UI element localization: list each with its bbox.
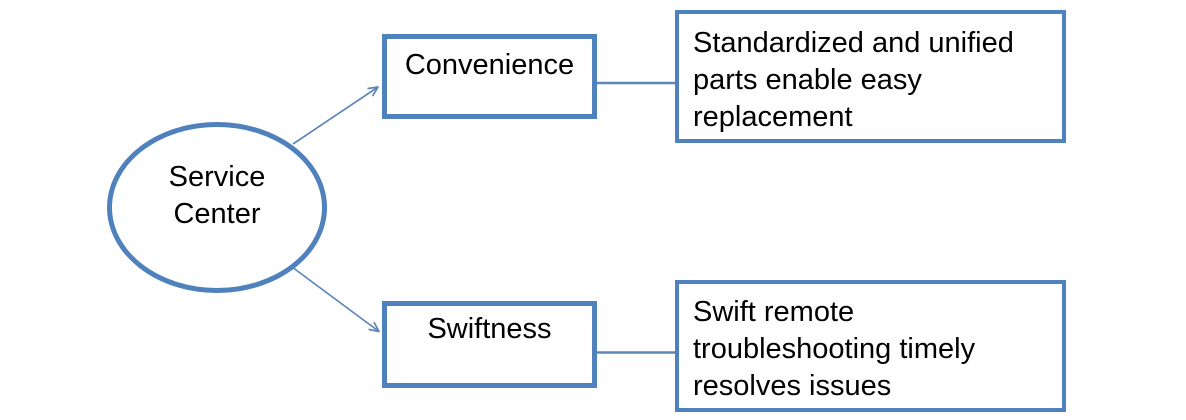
- convenience-detail-line-1: Standardized and unified: [693, 27, 1014, 59]
- node-swiftness: Swiftness: [382, 301, 597, 388]
- swiftness-detail-line-3: resolves issues: [693, 370, 892, 402]
- arrow-root-to-convenience: [292, 86, 379, 145]
- detail-box-convenience: Standardized and unified parts enable ea…: [675, 10, 1066, 143]
- swiftness-detail-line-1: Swift remote: [693, 296, 855, 328]
- detail-box-swiftness: Swift remote troubleshooting timely reso…: [675, 280, 1066, 412]
- service-center-label-line-1: Service: [168, 160, 266, 193]
- convenience-detail-line-3: replacement: [693, 101, 853, 133]
- service-center-label-line-2: Center: [173, 197, 261, 230]
- node-service-center: Service Center: [107, 122, 327, 293]
- convenience-label: Convenience: [404, 49, 575, 81]
- swiftness-label: Swiftness: [427, 313, 552, 345]
- swiftness-detail-line-2: troubleshooting timely: [693, 333, 976, 365]
- convenience-detail-line-2: parts enable easy: [693, 64, 922, 96]
- arrow-root-to-swiftness: [291, 266, 380, 333]
- node-convenience: Convenience: [382, 34, 597, 119]
- service-center-label: Service Center: [169, 159, 266, 233]
